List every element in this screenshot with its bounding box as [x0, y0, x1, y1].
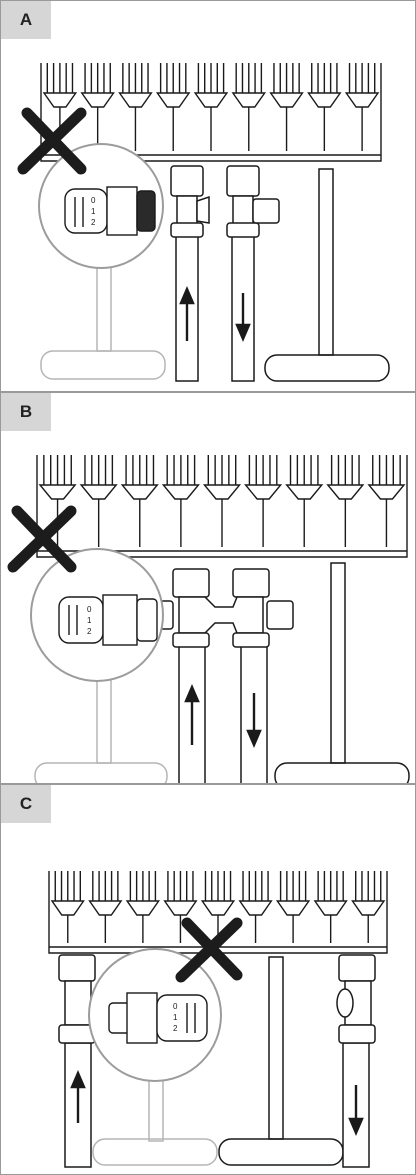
incorrect-cross-icon — [7, 505, 77, 573]
thermostat-head — [64, 186, 156, 236]
flow-down-arrow — [235, 293, 251, 343]
panel-b: B — [0, 392, 416, 784]
supply-valve — [58, 954, 96, 1044]
thermostat-head — [58, 594, 158, 646]
return-valve — [226, 165, 280, 238]
double-valve — [146, 568, 294, 648]
right-stand-foot — [264, 354, 390, 382]
dial-mark-1: 1 — [91, 207, 96, 216]
right-stand-foot — [274, 762, 410, 783]
panel-a-illustration: 0 1 2 — [17, 63, 390, 382]
flow-down-arrow — [246, 693, 262, 749]
thermostat-head — [108, 992, 208, 1044]
right-stand-post — [268, 956, 284, 1140]
dial-mark-0: 0 — [173, 1002, 178, 1011]
dial-mark-0: 0 — [91, 196, 96, 205]
supply-valve — [170, 165, 210, 238]
dial-mark-2: 2 — [87, 627, 92, 636]
panel-a: A — [0, 0, 416, 392]
panel-label: A — [1, 1, 51, 39]
panel-c-illustration: 0 1 2 — [48, 871, 388, 1168]
right-stand-post — [318, 168, 334, 356]
flow-up-arrow — [184, 683, 200, 745]
left-stand-foot — [40, 350, 166, 380]
dial-mark-1: 1 — [173, 1013, 178, 1022]
flow-up-arrow — [179, 285, 195, 341]
dial-mark-0: 0 — [87, 605, 92, 614]
dial-mark-2: 2 — [173, 1024, 178, 1033]
radiator — [36, 455, 408, 558]
incorrect-cross-icon — [17, 107, 87, 175]
left-stand-foot — [34, 762, 168, 783]
radiator — [40, 63, 382, 162]
panel-c: C — [0, 784, 416, 1175]
right-stand-foot — [218, 1138, 344, 1166]
dial-mark-1: 1 — [87, 616, 92, 625]
panel-label: C — [1, 785, 51, 823]
flow-down-arrow — [348, 1085, 364, 1137]
return-valve — [336, 954, 376, 1044]
panel-b-illustration: 0 1 2 — [7, 455, 410, 783]
incorrect-cross-icon — [175, 917, 243, 983]
panel-label: B — [1, 393, 51, 431]
left-stand-foot — [92, 1138, 218, 1166]
right-stand-post — [330, 562, 346, 764]
dial-mark-2: 2 — [91, 218, 96, 227]
flow-up-arrow — [70, 1069, 86, 1123]
